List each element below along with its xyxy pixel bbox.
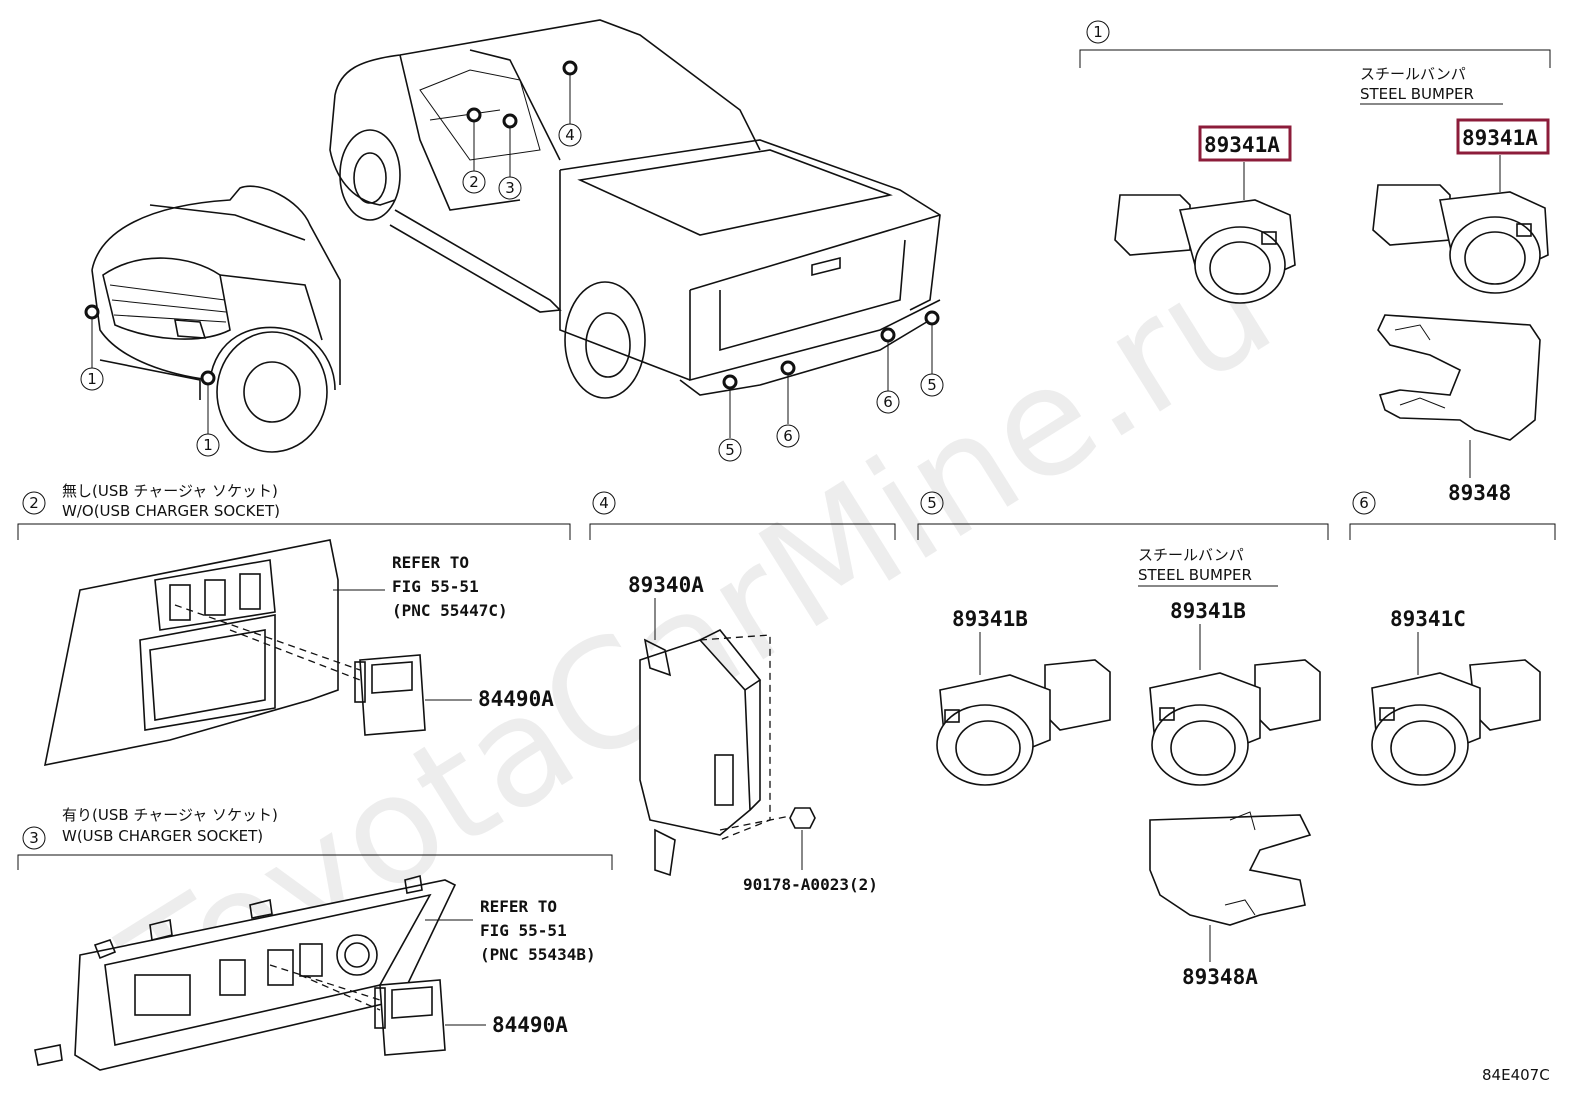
section-3-jp-title: 有り(USB チャージャ ソケット) — [62, 806, 278, 824]
section-5-number: 5 — [927, 494, 937, 512]
sensor-89341B-right — [1149, 659, 1321, 786]
section-2-refer-line1: REFER TO — [392, 553, 469, 572]
control-module-89340A — [639, 628, 762, 877]
section-2-refer-line3: (PNC 55447C) — [392, 601, 508, 620]
switch-84490A-section-3 — [374, 979, 446, 1056]
section-2: 2 無し(USB チャージャ ソケット) W/O(USB CHARGER SOC… — [17, 482, 571, 767]
part-84490A-label-section-2: 84490A — [478, 687, 554, 711]
sensor-89341B-left — [936, 659, 1111, 786]
part-89341B-label-right: 89341B — [1170, 599, 1246, 623]
part-89341A-highlight-left — [1198, 125, 1292, 162]
section-1-en-note: STEEL BUMPER — [1360, 85, 1474, 103]
callout-5-right: 5 — [927, 376, 937, 394]
section-4: 4 89340A 90178-A0023(2) — [589, 491, 896, 894]
callout-5-left: 5 — [725, 441, 735, 459]
bracket-89348A — [1149, 811, 1312, 926]
section-5-jp-note: スチールバンパ — [1138, 546, 1244, 564]
switch-84490A-section-2 — [354, 654, 426, 736]
section-3-refer-line2: FIG 55-51 — [480, 921, 567, 940]
section-3-en-title: W(USB CHARGER SOCKET) — [62, 827, 263, 845]
truck-front-view — [91, 185, 341, 453]
section-3-refer-line1: REFER TO — [480, 897, 557, 916]
section-6-number: 6 — [1359, 494, 1369, 512]
part-89340A-label: 89340A — [628, 573, 704, 597]
callout-3: 3 — [505, 179, 515, 197]
part-89341C-label: 89341C — [1390, 607, 1466, 631]
part-84490A-label-section-3: 84490A — [492, 1013, 568, 1037]
callout-6-left: 6 — [783, 427, 793, 445]
section-2-jp-title: 無し(USB チャージャ ソケット) — [62, 482, 278, 500]
callout-6-right: 6 — [883, 393, 893, 411]
part-89348-label: 89348 — [1448, 481, 1511, 505]
part-89341B-label-left: 89341B — [952, 607, 1028, 631]
bolt-90178 — [789, 807, 816, 829]
section-4-number: 4 — [599, 494, 609, 512]
section-2-refer-line2: FIG 55-51 — [392, 577, 479, 596]
section-1-jp-note: スチールバンパ — [1360, 65, 1466, 83]
callout-1-front-upper: 1 — [87, 370, 97, 388]
part-89348A-label: 89348A — [1182, 965, 1258, 989]
sensor-location-markers — [84, 60, 940, 438]
callout-4: 4 — [565, 126, 575, 144]
section-5: 5 スチールバンパ STEEL BUMPER 89341B 89341B — [917, 491, 1329, 989]
truck-rear-view — [329, 19, 941, 399]
sensor-89341A-right — [1372, 184, 1549, 294]
section-3-refer-line3: (PNC 55434B) — [480, 945, 596, 964]
callout-2: 2 — [469, 173, 479, 191]
part-89341A-left-label: 89341A — [1204, 133, 1280, 157]
section-5-en-note: STEEL BUMPER — [1138, 566, 1252, 584]
section-2-en-title: W/O(USB CHARGER SOCKET) — [62, 502, 280, 520]
part-89341A-highlight-right — [1456, 118, 1550, 155]
section-3: 3 有り(USB チャージャ ソケット) W(USB CHARGER SOCKE… — [17, 806, 613, 1071]
callout-1-front-lower: 1 — [203, 436, 213, 454]
sensor-89341C — [1371, 659, 1541, 786]
bracket-89348 — [1377, 314, 1541, 441]
bolt-90178-label: 90178-A0023(2) — [743, 875, 878, 894]
sensor-89341A-left — [1114, 194, 1296, 304]
section-2-number: 2 — [29, 494, 39, 512]
section-1: 1 スチールバンパ STEEL BUMPER 89341A 89341A — [1079, 20, 1551, 505]
section-6: 6 89341C — [1349, 491, 1556, 786]
vehicle-callouts: 1 1 2 3 4 5 6 6 5 — [80, 123, 944, 462]
part-89341A-right-label: 89341A — [1462, 126, 1538, 150]
figure-code: 84E407C — [1482, 1066, 1550, 1084]
section-1-number: 1 — [1093, 23, 1103, 41]
section-3-number: 3 — [29, 829, 39, 847]
switch-panel-without-usb — [43, 539, 339, 767]
